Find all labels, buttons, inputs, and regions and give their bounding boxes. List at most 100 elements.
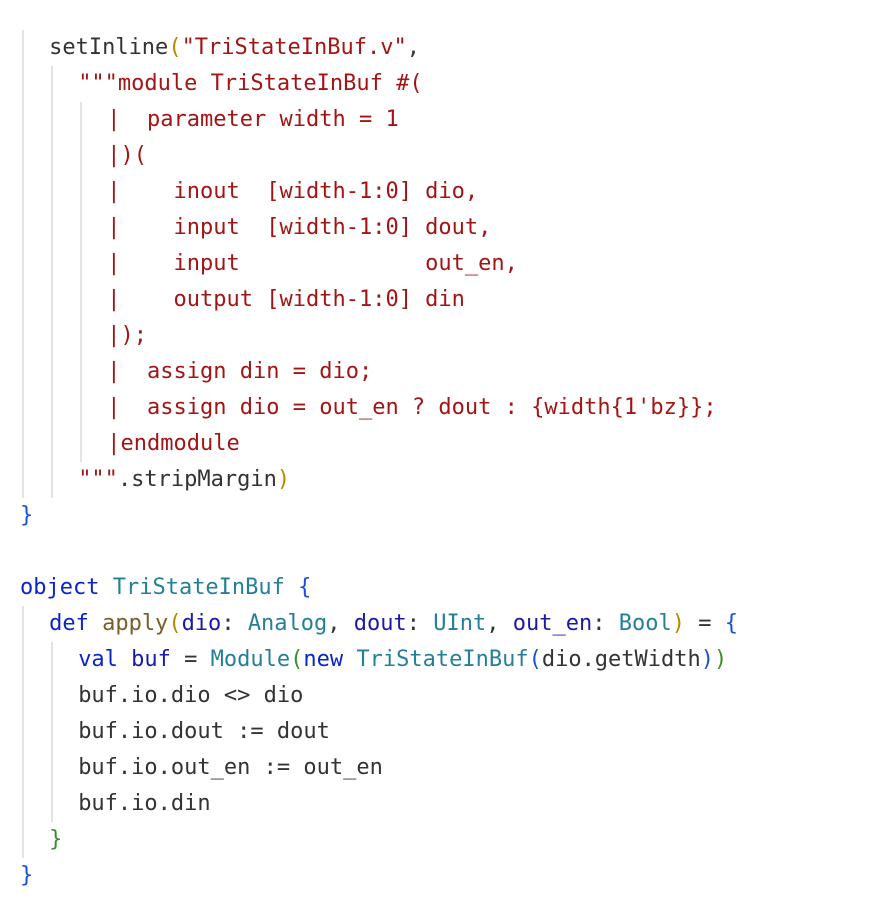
- code-token: apply: [102, 611, 169, 636]
- code-line[interactable]: | output [width-1:0] din: [0, 282, 870, 318]
- code-line[interactable]: object TriStateInBuf {: [0, 570, 870, 606]
- code-lines[interactable]: setInline("TriStateInBuf.v","""module Tr…: [0, 30, 870, 894]
- code-line-text: """.stripMargin): [78, 462, 290, 498]
- code-line-text: buf.io.out_en := out_en: [78, 750, 383, 786]
- code-editor[interactable]: setInline("TriStateInBuf.v","""module Tr…: [0, 30, 870, 894]
- code-line[interactable]: }: [0, 822, 870, 858]
- code-token: buf.io.din: [78, 791, 211, 816]
- code-line-text: | input out_en,: [107, 246, 518, 282]
- indent-guide: [22, 606, 24, 858]
- code-token: Analog: [247, 611, 328, 636]
- code-token: :: [592, 611, 619, 636]
- code-line[interactable]: | assign din = dio;: [0, 354, 870, 390]
- code-line[interactable]: buf.io.dio <> dio: [0, 678, 870, 714]
- code-token: (: [528, 647, 542, 672]
- code-line-text: }: [49, 822, 62, 858]
- code-token: }: [20, 863, 34, 888]
- code-line[interactable]: buf.io.out_en := out_en: [0, 750, 870, 786]
- code-line[interactable]: """module TriStateInBuf #(: [0, 66, 870, 102]
- code-token: (: [290, 647, 304, 672]
- code-line-text: setInline("TriStateInBuf.v",: [49, 30, 420, 66]
- code-token: dio: [181, 611, 222, 636]
- code-line-text: | input [width-1:0] dout,: [107, 210, 491, 246]
- code-token: | inout [width-1:0] dio,: [107, 179, 479, 204]
- code-line[interactable]: |endmodule: [0, 426, 870, 462]
- code-token: buf: [131, 647, 171, 672]
- code-line-text: }: [20, 498, 33, 534]
- code-token: TriStateInBuf: [356, 647, 529, 672]
- code-token: :: [406, 611, 434, 636]
- code-line-text: """module TriStateInBuf #(: [78, 66, 422, 102]
- code-token: setInline: [49, 35, 169, 60]
- code-line-text: buf.io.dio <> dio: [78, 678, 303, 714]
- code-token: ,: [486, 611, 513, 636]
- code-token: | parameter width = 1: [107, 107, 399, 132]
- code-token: out_en: [512, 611, 593, 636]
- code-token: Module: [210, 647, 291, 672]
- code-line[interactable]: | input [width-1:0] dout,: [0, 210, 870, 246]
- code-line[interactable]: | input out_en,: [0, 246, 870, 282]
- code-token: {: [284, 575, 312, 600]
- indent-guide: [80, 102, 83, 462]
- code-line-text: | assign dio = out_en ? dout : {width{1'…: [107, 390, 716, 426]
- code-line[interactable]: }: [0, 858, 870, 894]
- code-token: ): [714, 647, 728, 672]
- code-token: buf.io.dout := dout: [78, 719, 330, 744]
- code-line[interactable]: buf.io.dout := dout: [0, 714, 870, 750]
- code-line-text: }: [20, 858, 33, 894]
- code-line-text: buf.io.dout := dout: [78, 714, 330, 750]
- code-token: |)(: [107, 143, 148, 168]
- indent-guide: [51, 642, 54, 822]
- code-token: | input [width-1:0] dout,: [107, 215, 492, 240]
- code-token: | assign din = dio;: [107, 359, 373, 384]
- code-token: Bool: [618, 611, 672, 636]
- code-token: |);: [107, 323, 148, 348]
- code-line-text: val buf = Module(new TriStateInBuf(dio.g…: [78, 642, 727, 678]
- code-token: ): [700, 647, 715, 672]
- code-line[interactable]: [0, 534, 870, 570]
- code-line-text: | output [width-1:0] din: [107, 282, 465, 318]
- code-line[interactable]: """.stripMargin): [0, 462, 870, 498]
- code-line-text: | assign din = dio;: [107, 354, 372, 390]
- code-line-text: |)(: [107, 138, 147, 174]
- code-token: | input out_en,: [107, 251, 518, 276]
- code-token: ,: [406, 35, 420, 60]
- indent-guide: [22, 30, 24, 498]
- code-token: object: [20, 575, 113, 600]
- code-token: }: [20, 503, 34, 528]
- code-token: """: [78, 467, 118, 492]
- code-token: val: [78, 647, 132, 672]
- code-token: (: [168, 611, 182, 636]
- code-line[interactable]: |)(: [0, 138, 870, 174]
- code-token: TriStateInBuf: [112, 575, 285, 600]
- code-line[interactable]: val buf = Module(new TriStateInBuf(dio.g…: [0, 642, 870, 678]
- code-line-text: | parameter width = 1: [107, 102, 398, 138]
- code-line[interactable]: |);: [0, 318, 870, 354]
- code-line-text: |);: [107, 318, 147, 354]
- code-line[interactable]: def apply(dio: Analog, dout: UInt, out_e…: [0, 606, 870, 642]
- code-token: | output [width-1:0] din: [107, 287, 465, 312]
- code-token: "TriStateInBuf.v": [181, 35, 407, 60]
- code-line[interactable]: | inout [width-1:0] dio,: [0, 174, 870, 210]
- code-token: | assign dio = out_en ? dout : {width{1'…: [107, 395, 717, 420]
- indent-guide: [51, 66, 54, 498]
- code-token: =: [684, 611, 725, 636]
- code-token: (: [168, 35, 182, 60]
- code-line[interactable]: setInline("TriStateInBuf.v",: [0, 30, 870, 66]
- code-token: :: [221, 611, 248, 636]
- code-line-text: object TriStateInBuf {: [20, 570, 311, 606]
- code-line[interactable]: | assign dio = out_en ? dout : {width{1'…: [0, 390, 870, 426]
- code-token: new: [303, 647, 357, 672]
- code-line[interactable]: buf.io.din: [0, 786, 870, 822]
- code-line-text: def apply(dio: Analog, dout: UInt, out_e…: [49, 606, 738, 642]
- code-token: def: [49, 611, 103, 636]
- code-token: dio.getWidth: [541, 647, 701, 672]
- code-line[interactable]: }: [0, 498, 870, 534]
- code-token: ): [276, 467, 291, 492]
- code-line-text: | inout [width-1:0] dio,: [107, 174, 478, 210]
- code-token: dout: [353, 611, 407, 636]
- code-token: |endmodule: [107, 431, 240, 456]
- code-line-text: buf.io.din: [78, 786, 210, 822]
- code-token: """module TriStateInBuf #(: [78, 71, 423, 96]
- code-line[interactable]: | parameter width = 1: [0, 102, 870, 138]
